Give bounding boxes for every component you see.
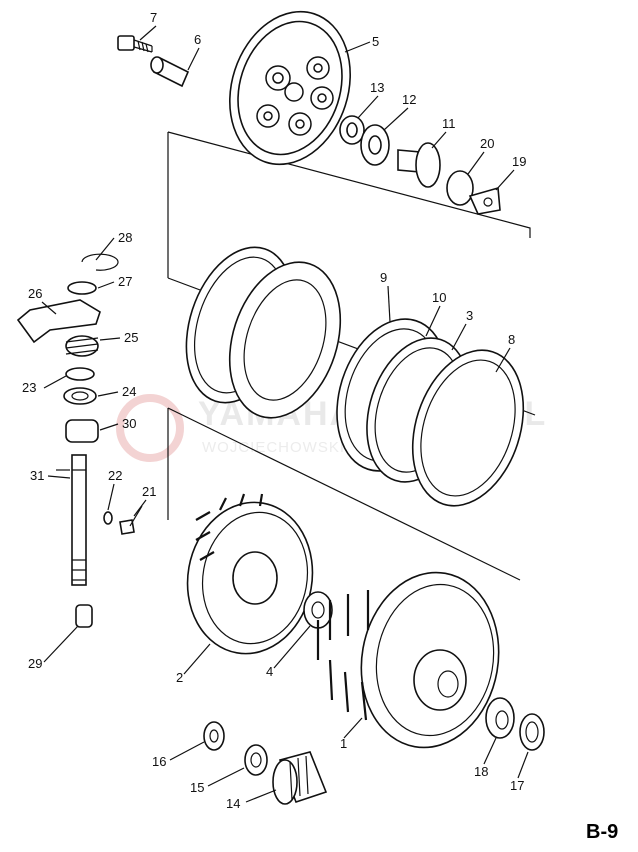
callout-18: 18 <box>474 764 488 779</box>
page-code: B-9 <box>586 821 618 843</box>
kick-shaft-assembly <box>16 253 143 628</box>
callout-8: 8 <box>508 332 515 347</box>
callout-13: 13 <box>370 80 384 95</box>
callout-11: 11 <box>442 116 456 131</box>
clutch-housing <box>316 571 500 749</box>
callout-2: 2 <box>176 670 183 685</box>
callout-6: 6 <box>194 32 201 47</box>
callout-4: 4 <box>266 664 273 679</box>
callout-22: 22 <box>108 468 122 483</box>
friction-plates <box>185 246 525 507</box>
callout-14: 14 <box>226 796 240 811</box>
callout-12: 12 <box>402 92 416 107</box>
callout-29: 29 <box>28 656 42 671</box>
callout-1: 1 <box>340 736 347 751</box>
part-callouts: 7 6 5 13 12 11 20 19 28 27 26 25 23 24 3… <box>22 10 529 811</box>
callout-21: 21 <box>142 484 156 499</box>
watermark-logo <box>116 394 184 462</box>
callout-30: 30 <box>122 416 136 431</box>
callout-10: 10 <box>432 290 446 305</box>
pressure-plate <box>229 10 351 166</box>
callout-15: 15 <box>190 780 204 795</box>
callout-9: 9 <box>380 270 387 285</box>
callout-26: 26 <box>28 286 42 301</box>
callout-27: 27 <box>118 274 132 289</box>
callout-5: 5 <box>372 34 379 49</box>
clutch-boss <box>186 493 314 655</box>
callout-16: 16 <box>152 754 166 769</box>
callout-24: 24 <box>122 384 136 399</box>
callout-23: 23 <box>22 380 36 395</box>
callout-3: 3 <box>466 308 473 323</box>
callout-28: 28 <box>118 230 132 245</box>
bolt <box>117 35 153 53</box>
callout-20: 20 <box>480 136 494 151</box>
callout-25: 25 <box>124 330 138 345</box>
spacer-washers <box>485 697 545 751</box>
callout-7: 7 <box>150 10 157 25</box>
collar <box>150 56 190 88</box>
callout-17: 17 <box>510 778 524 793</box>
callout-31: 31 <box>30 468 44 483</box>
callout-19: 19 <box>512 154 526 169</box>
push-rod-assembly <box>339 115 501 215</box>
gear-and-washers <box>203 721 328 805</box>
